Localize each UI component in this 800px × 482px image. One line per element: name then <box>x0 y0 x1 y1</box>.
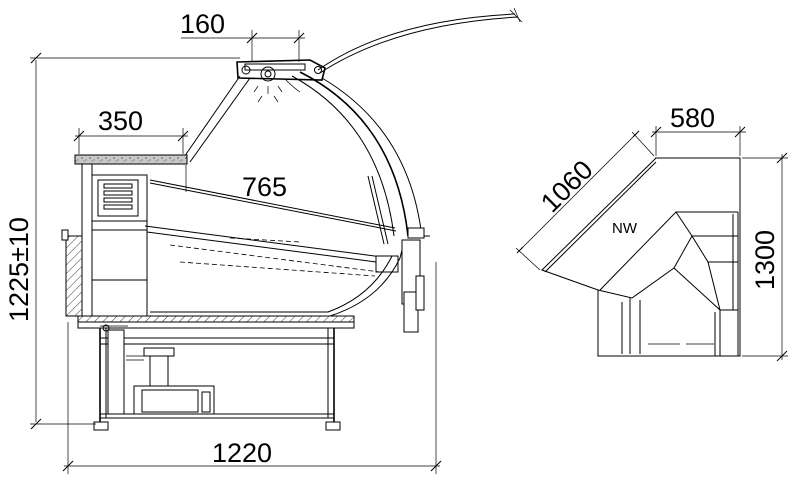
dim-total-depth-label: 1220 <box>212 438 272 468</box>
rear-counter <box>61 163 148 317</box>
dim-side-length-label: 1300 <box>750 230 780 290</box>
dim-diagonal: 1060 <box>515 130 655 271</box>
bottom-plate <box>77 315 355 332</box>
dim-top-depth: 580 <box>650 103 746 156</box>
dim-diagonal-label: 1060 <box>535 155 599 219</box>
lamp-housing <box>236 59 326 103</box>
worktop-shelf <box>74 154 188 165</box>
dim-lamp-width-label: 160 <box>180 9 225 39</box>
front-body <box>150 227 430 333</box>
display-tray: 765 <box>144 165 399 277</box>
plan-label-nw: NW <box>612 220 638 237</box>
compressor-unit <box>126 347 215 415</box>
dim-glass-depth-label: 765 <box>242 172 287 202</box>
dim-side-length: 1300 <box>742 152 788 362</box>
dim-height-label: 1225±10 <box>4 217 34 322</box>
dim-shelf-depth-label: 350 <box>98 106 143 136</box>
dim-shelf-depth: 350 <box>73 106 189 154</box>
base-frame <box>93 328 341 431</box>
side-view: 160 <box>4 7 523 474</box>
glass-open-arc <box>317 7 523 74</box>
dim-total-depth: 1220 <box>62 262 442 474</box>
rear-frame <box>181 75 251 163</box>
dim-lamp-width: 160 <box>180 9 305 62</box>
corner-plan-view: NW 1060 580 1300 <box>515 103 788 362</box>
dim-height: 1225±10 <box>4 52 240 430</box>
front-glass <box>291 71 423 239</box>
dim-top-depth-label: 580 <box>670 103 715 133</box>
